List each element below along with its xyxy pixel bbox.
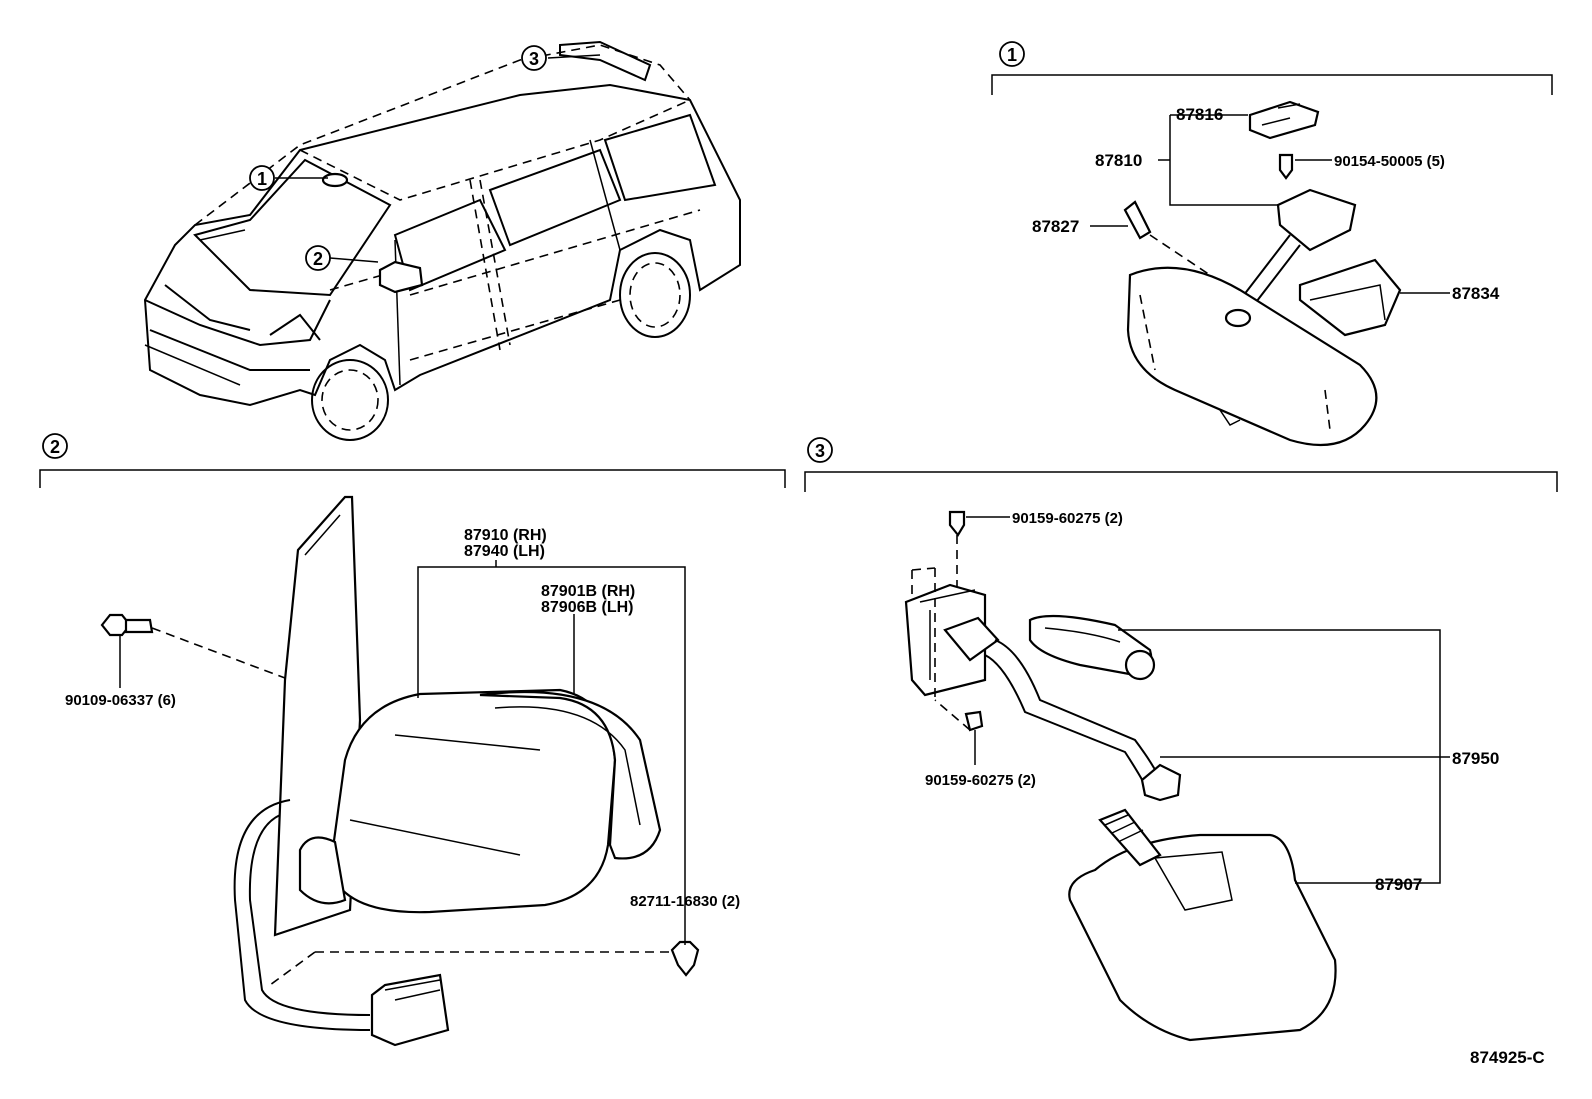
- part-87901b-label: 87901B (RH): [541, 583, 635, 600]
- section-3-under-mirror: 3 90159-60275 (2) 90159-60275 (2): [804, 437, 1558, 1042]
- part-90154-label: 90154-50005 (5): [1334, 153, 1445, 170]
- part-87827-label: 87827: [1032, 217, 1079, 236]
- mirror-stay: [1276, 188, 1357, 252]
- section-1-inner-mirror: 1 87816 87810 90154-50005 (5) 87827 8: [991, 41, 1553, 447]
- part-87940-label: 87940 (LH): [464, 543, 545, 560]
- cable-connector: [1140, 763, 1182, 802]
- vehicle-marker-1: [249, 165, 275, 191]
- section-1-bracket: [991, 74, 1553, 95]
- vehicle-marker-1-label: 1: [257, 169, 267, 189]
- screw-90159-lower: [964, 710, 984, 732]
- cover-87834: [1298, 258, 1402, 337]
- vehicle-marker-3-label: 3: [529, 49, 539, 69]
- screw-90159-upper: [948, 510, 966, 537]
- section-3-marker: [807, 437, 833, 463]
- section-2-bracket: [39, 469, 786, 488]
- vehicle-marker-3: [521, 45, 547, 71]
- part-87810-label: 87810: [1095, 151, 1142, 170]
- section-3-marker-label: 3: [815, 441, 825, 461]
- camera-bracket: [904, 583, 987, 697]
- part-87834-label: 87834: [1452, 284, 1500, 303]
- part-87906b-label: 87906B (LH): [541, 599, 633, 616]
- part-82711-label: 82711-16830 (2): [630, 893, 740, 910]
- screw-90154: [1278, 153, 1294, 180]
- vehicle-marker-2: [305, 245, 331, 271]
- inner-mirror-body: [1126, 266, 1378, 447]
- section-1-marker: [999, 41, 1025, 67]
- diagram-id: 874925-C: [1470, 1048, 1545, 1067]
- section-3-bracket: [804, 471, 1558, 492]
- section-2-marker-label: 2: [50, 437, 60, 457]
- part-87950-label: 87950: [1452, 749, 1499, 768]
- under-mirror: [1068, 833, 1337, 1042]
- vehicle-illustration: 1 2 3: [143, 40, 741, 441]
- section-2-outer-mirror: 2 87910 (RH) 87940 (LH) 87901B (RH: [39, 433, 786, 1047]
- mirror-housing: [328, 688, 617, 914]
- part-90159-upper-label: 90159-60275 (2): [1012, 510, 1123, 527]
- clip-82711: [670, 940, 700, 977]
- rod-87827: [1123, 200, 1152, 240]
- part-90109-label: 90109-06337 (6): [65, 692, 176, 709]
- section-2-marker: [42, 433, 68, 459]
- part-90159-lower-label: 90159-60275 (2): [925, 772, 1036, 789]
- vehicle-marker-2-label: 2: [313, 249, 323, 269]
- part-87907-label: 87907: [1375, 875, 1422, 894]
- part-87910-label: 87910 (RH): [464, 527, 547, 544]
- part-87816-label: 87816: [1176, 105, 1223, 124]
- mirror-glass: [479, 690, 662, 860]
- section-1-marker-label: 1: [1007, 45, 1017, 65]
